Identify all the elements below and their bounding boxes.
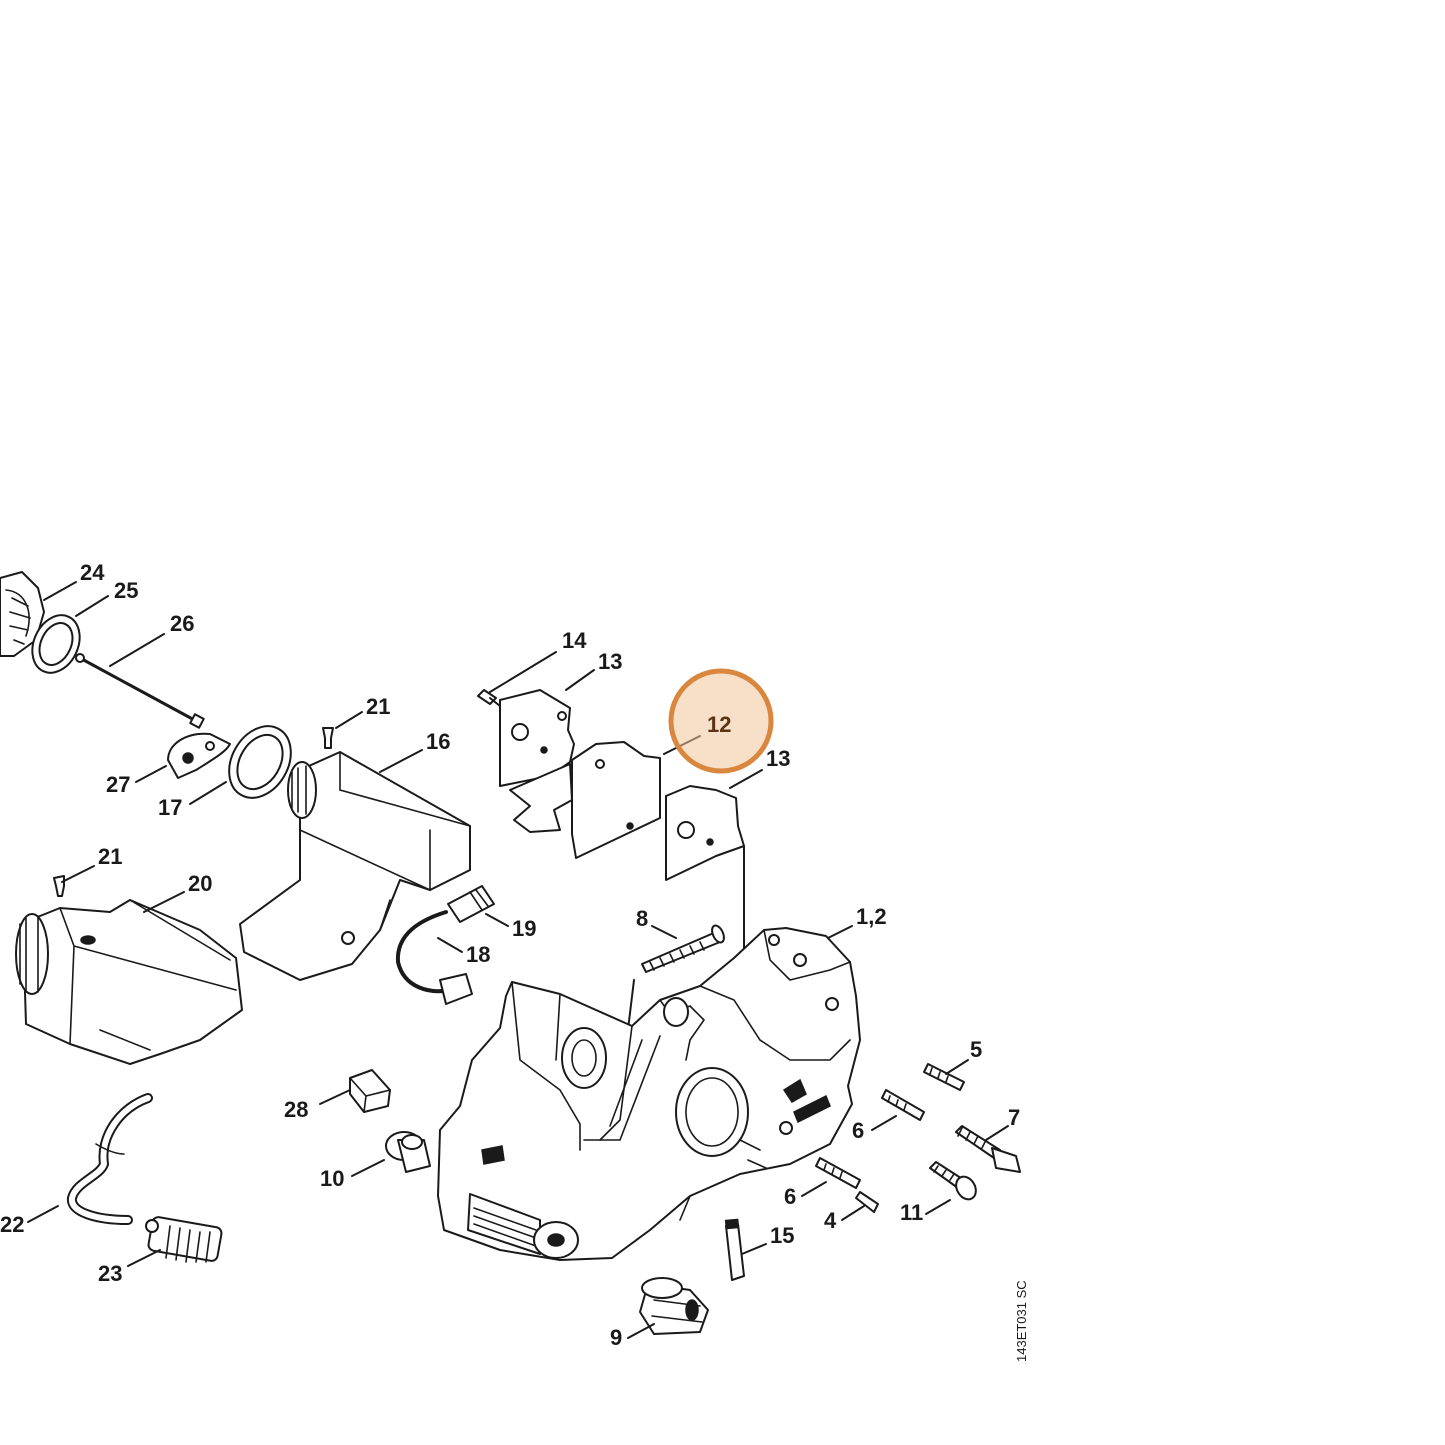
part-15-pin — [724, 1218, 745, 1281]
callout-24[interactable]: 24 — [80, 560, 105, 585]
part-24-cap — [0, 571, 45, 657]
callout-13-lower[interactable]: 13 — [766, 746, 790, 771]
drawing-code: 143ET031 SC — [1014, 1280, 1029, 1362]
part-21-screw-upper — [322, 727, 334, 749]
callout-10[interactable]: 10 — [320, 1166, 344, 1191]
part-9-buffer — [639, 1277, 709, 1335]
part-20-oil-tank — [15, 899, 243, 1065]
callout-25[interactable]: 25 — [114, 578, 138, 603]
part-6-stud-lower — [815, 1157, 861, 1189]
callout-17[interactable]: 17 — [158, 795, 182, 820]
callout-12[interactable]: 12 — [707, 712, 731, 737]
callout-21-upper[interactable]: 21 — [366, 694, 390, 719]
callout-20[interactable]: 20 — [188, 871, 212, 896]
callout-labels: 24 25 26 27 17 21 16 21 20 19 18 22 23 2… — [0, 560, 1020, 1350]
callout-23[interactable]: 23 — [98, 1261, 122, 1286]
part-8-bolt — [625, 924, 725, 1047]
part-5-stud — [923, 1063, 965, 1091]
part-16-tank-housing — [239, 751, 471, 981]
callout-18[interactable]: 18 — [466, 942, 490, 967]
part-23-filter — [145, 1216, 223, 1263]
callout-14[interactable]: 14 — [562, 628, 587, 653]
callout-28[interactable]: 28 — [284, 1097, 308, 1122]
part-14-screw — [477, 689, 501, 707]
part-17-ring-seal — [228, 725, 292, 799]
part-19-fitting — [447, 885, 495, 923]
callout-22[interactable]: 22 — [0, 1212, 24, 1237]
part-18-hose — [395, 910, 473, 1005]
part-7-bolt — [955, 1125, 1021, 1173]
callout-16[interactable]: 16 — [426, 729, 450, 754]
callout-7[interactable]: 7 — [1008, 1105, 1020, 1130]
callout-4[interactable]: 4 — [824, 1208, 837, 1233]
part-10-bushing — [385, 1131, 431, 1173]
part-4-stud — [855, 1191, 879, 1213]
callout-5[interactable]: 5 — [970, 1037, 982, 1062]
selected-callout-highlight — [668, 668, 774, 774]
callout-13-upper[interactable]: 13 — [598, 649, 622, 674]
callout-6-lower[interactable]: 6 — [784, 1184, 796, 1209]
callout-27[interactable]: 27 — [106, 772, 130, 797]
part-11-bolt — [929, 1161, 977, 1201]
part-13-plate-upper — [499, 689, 575, 787]
callout-9[interactable]: 9 — [610, 1325, 622, 1350]
part-12-shield — [509, 741, 661, 859]
part-13-plate-lower — [665, 785, 745, 961]
part-22-curved-hose — [67, 1093, 153, 1225]
part-27-clip — [167, 732, 231, 779]
part-28-block — [349, 1069, 391, 1113]
part-26-rod — [75, 653, 205, 729]
part-21-screw-lower — [53, 875, 65, 897]
callout-15[interactable]: 15 — [770, 1223, 794, 1248]
part-6-stud-upper — [881, 1089, 925, 1121]
callout-8[interactable]: 8 — [636, 906, 648, 931]
callout-19[interactable]: 19 — [512, 916, 536, 941]
callout-6-upper[interactable]: 6 — [852, 1118, 864, 1143]
callout-21-lower[interactable]: 21 — [98, 844, 122, 869]
callout-11[interactable]: 11 — [900, 1200, 923, 1225]
part-25-gasket — [31, 614, 81, 674]
callout-1-2[interactable]: 1,2 — [856, 904, 887, 929]
leader-lines — [27, 581, 1009, 1339]
callout-26[interactable]: 26 — [170, 611, 194, 636]
part-1-2-crankcase — [437, 927, 861, 1261]
